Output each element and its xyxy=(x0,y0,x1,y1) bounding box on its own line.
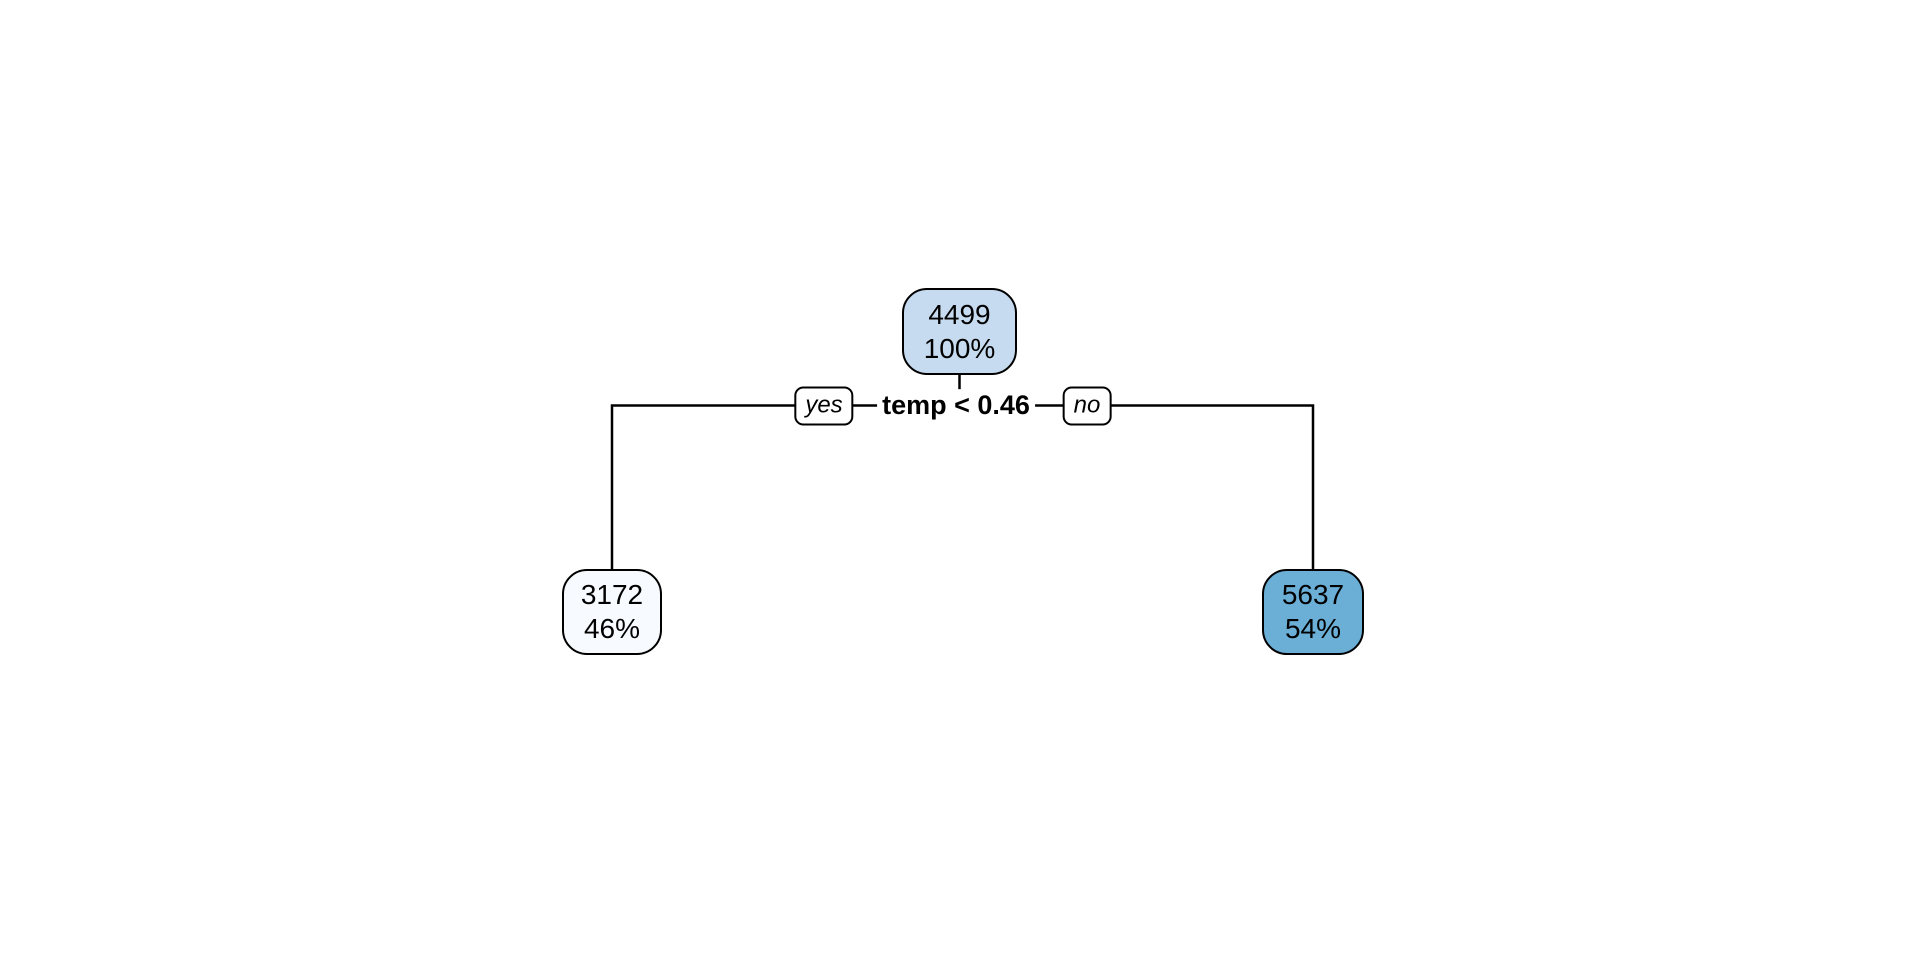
leaf-right-value: 5637 xyxy=(1281,579,1345,610)
leaf-left-percent: 46% xyxy=(583,613,641,644)
branch-no-label: no xyxy=(1062,386,1112,426)
branch-yes-label: yes xyxy=(794,386,854,426)
leaf-node-right: 5637 54% xyxy=(1262,569,1364,655)
split-condition-label: temp < 0.46 xyxy=(877,389,1035,423)
leaf-node-left: 3172 46% xyxy=(562,569,662,655)
branch-elbow-line xyxy=(610,404,1315,570)
leaf-right-percent: 54% xyxy=(1284,613,1342,644)
leaf-left-value: 3172 xyxy=(580,579,644,610)
root-node: 4499 100% xyxy=(902,288,1017,375)
root-node-value: 4499 xyxy=(928,298,991,330)
root-node-percent: 100% xyxy=(923,332,996,364)
